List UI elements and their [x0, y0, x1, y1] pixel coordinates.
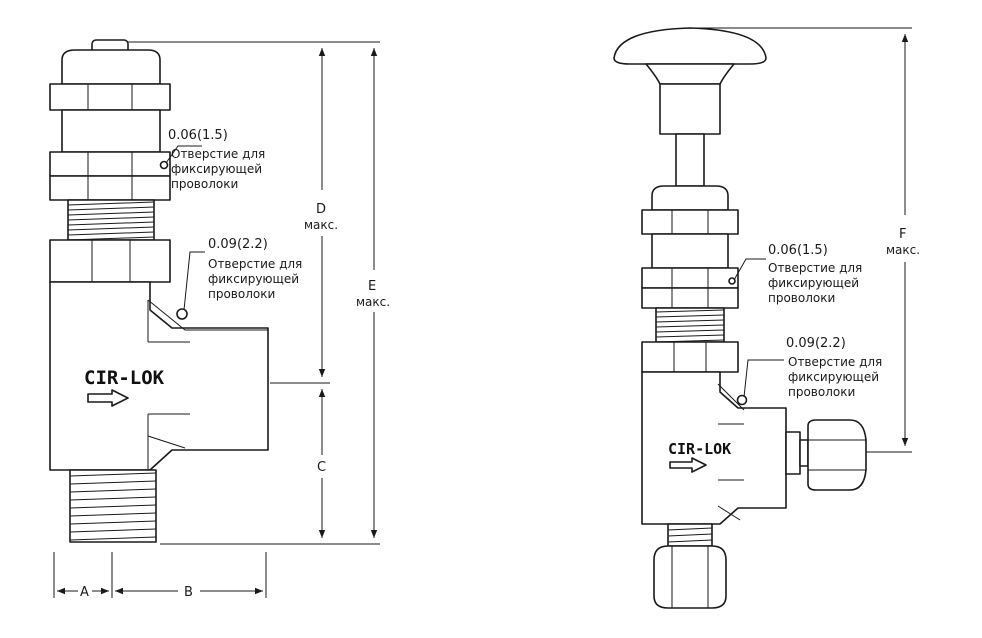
- right-dimensions: [694, 27, 912, 453]
- left-knob: [61, 49, 161, 85]
- left-lower-hole-text-2: фиксирующей: [208, 272, 299, 286]
- right-stem: [675, 133, 705, 187]
- right-brand-logo: CIR-LOK: [668, 440, 731, 458]
- dim-f-letter: F: [899, 227, 906, 242]
- left-lower-hole-text-3: проволоки: [208, 287, 275, 301]
- left-bonnet: [61, 109, 161, 153]
- dim-c-letter: C: [317, 460, 326, 475]
- right-body-hex: [641, 341, 739, 373]
- left-upper-hole-text-3: проволоки: [171, 177, 238, 191]
- right-upper-hole-size: 0.06(1.5): [768, 243, 828, 258]
- right-outlet-nut: [807, 419, 867, 491]
- left-wire-hole-upper: [159, 160, 169, 170]
- dim-e-letter: E: [368, 279, 376, 294]
- right-wire-hole-upper: [728, 277, 736, 285]
- dim-d-suffix: макс.: [304, 218, 338, 232]
- left-wire-hole-lower: [176, 308, 188, 320]
- dim-b-letter: B: [184, 585, 193, 600]
- dim-a-letter: A: [80, 585, 89, 600]
- left-lock-nut-a: [49, 151, 171, 177]
- left-valve: CIR-LOK: [49, 39, 269, 543]
- left-lower-hole-text-1: Отверстие для: [208, 257, 302, 271]
- left-upper-hole-size: 0.06(1.5): [168, 128, 228, 143]
- right-upper-hole-text-3: проволоки: [768, 291, 835, 305]
- right-upper-hole-text-1: Отверстие для: [768, 261, 862, 275]
- right-outlet-ferrule: [785, 431, 801, 475]
- right-cap: [651, 185, 729, 211]
- left-bottom-thread: [69, 469, 157, 543]
- left-leader-upper: [165, 145, 202, 164]
- right-lower-hole-size: 0.09(2.2): [786, 336, 846, 351]
- right-inlet-thread: [667, 523, 713, 547]
- left-lower-hole-size: 0.09(2.2): [208, 237, 268, 252]
- right-flow-arrow: [669, 457, 707, 473]
- left-upper-hole-text-1: Отверстие для: [171, 147, 265, 161]
- left-hex-nut-top: [49, 83, 171, 111]
- right-lock-nut-a: [641, 267, 739, 289]
- dim-f-suffix: макс.: [886, 243, 920, 257]
- right-bonnet: [651, 233, 729, 269]
- right-lower-hole-text-3: проволоки: [788, 385, 855, 399]
- right-handle-sleeve: [659, 83, 721, 135]
- right-leader-lower: [743, 359, 784, 398]
- left-dimensions: [53, 41, 380, 598]
- left-upper-hole-text-2: фиксирующей: [171, 162, 262, 176]
- right-lock-nut-b: [641, 287, 739, 309]
- right-wire-hole-lower: [736, 394, 748, 406]
- left-leader-lower: [183, 251, 205, 311]
- left-bonnet-thread: [67, 199, 155, 241]
- right-upper-hole-text-2: фиксирующей: [768, 276, 859, 290]
- left-brand-logo: CIR-LOK: [84, 367, 165, 389]
- right-valve: CIR-LOK: [613, 27, 867, 609]
- right-handle-neck: [645, 63, 735, 85]
- left-lock-nut-b: [49, 175, 171, 201]
- left-flow-arrow: [87, 389, 129, 407]
- right-lower-hole-text-2: фиксирующей: [788, 370, 879, 384]
- right-hex-nut-top: [641, 209, 739, 235]
- right-bonnet-thread: [655, 307, 725, 343]
- right-lower-hole-text-1: Отверстие для: [788, 355, 882, 369]
- right-outlet-stub: [799, 439, 809, 467]
- right-inlet-nut: [653, 545, 727, 609]
- right-leader-upper: [733, 258, 766, 281]
- dim-e-suffix: макс.: [356, 295, 390, 309]
- right-mushroom-handle: [613, 27, 767, 65]
- left-body-hex: [49, 239, 171, 283]
- dim-d-letter: D: [316, 202, 326, 217]
